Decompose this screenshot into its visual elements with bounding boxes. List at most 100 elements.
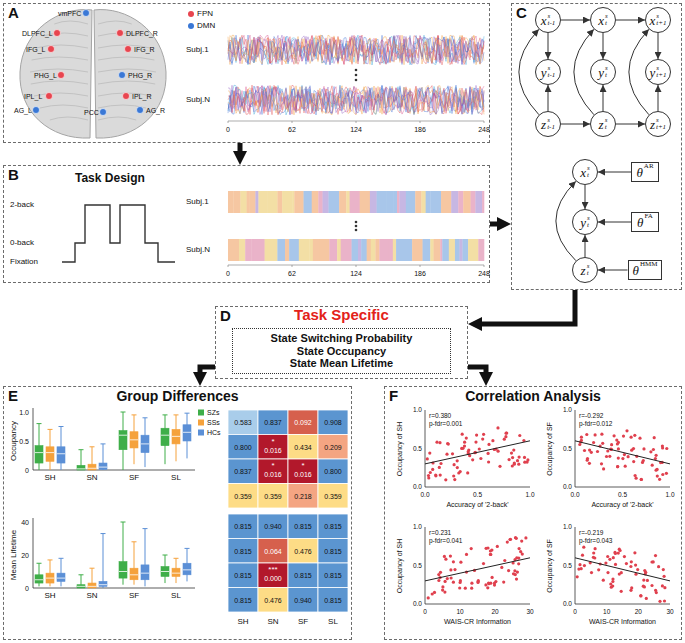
region-label: DLPFC_R bbox=[126, 30, 158, 37]
data-point bbox=[642, 447, 645, 450]
variable-circle: zst-1 bbox=[535, 111, 561, 137]
data-point bbox=[621, 457, 624, 460]
tick-label: 1.0 bbox=[413, 407, 422, 414]
state-stripe bbox=[346, 191, 350, 213]
variable-circle: xst-1 bbox=[535, 7, 561, 33]
data-point bbox=[625, 562, 628, 565]
box bbox=[130, 568, 138, 580]
data-point bbox=[663, 599, 666, 602]
whisker-cap bbox=[90, 446, 95, 447]
box bbox=[161, 428, 169, 445]
state-stripe bbox=[309, 239, 313, 261]
connector bbox=[548, 33, 549, 59]
data-point bbox=[583, 564, 586, 567]
signal-line bbox=[228, 35, 484, 64]
panel-letter: D bbox=[220, 308, 231, 325]
data-point bbox=[437, 579, 440, 582]
data-point bbox=[456, 466, 459, 469]
whisker-cap bbox=[79, 574, 84, 575]
data-point bbox=[487, 460, 490, 463]
median bbox=[141, 443, 149, 444]
regression-line bbox=[425, 441, 530, 464]
data-point bbox=[609, 582, 612, 585]
tick-label: 40 bbox=[21, 519, 29, 526]
median bbox=[172, 436, 180, 437]
state-stripe bbox=[294, 191, 304, 213]
superscript: s bbox=[587, 165, 590, 172]
data-point bbox=[594, 547, 597, 550]
data-point bbox=[491, 439, 494, 442]
whisker-cap bbox=[48, 559, 53, 560]
tick-label: 0 bbox=[25, 585, 29, 592]
significance-star: * bbox=[301, 462, 304, 470]
symbol: xst bbox=[580, 165, 590, 179]
cell-value: 0.815 bbox=[294, 523, 312, 530]
signal-line bbox=[228, 85, 484, 115]
data-point bbox=[632, 460, 635, 463]
category-label: SH bbox=[44, 474, 55, 482]
data-point bbox=[640, 478, 643, 481]
subscript: t+1 bbox=[656, 124, 666, 131]
state-stripe bbox=[377, 191, 387, 213]
data-point bbox=[453, 463, 456, 466]
data-point bbox=[665, 447, 668, 450]
category-label: SN bbox=[86, 592, 97, 600]
level-label: Fixation bbox=[10, 258, 38, 266]
data-point bbox=[622, 435, 625, 438]
symbol-letter: y bbox=[598, 66, 604, 79]
region-label: AG_L bbox=[14, 107, 32, 114]
data-point bbox=[641, 461, 644, 464]
ellipsis-dot bbox=[355, 221, 358, 224]
state-stripe bbox=[299, 239, 310, 261]
whisker-cap bbox=[132, 541, 137, 542]
legend-item: DMN bbox=[188, 22, 215, 30]
signal-line bbox=[228, 85, 484, 115]
data-point bbox=[520, 540, 523, 543]
tick-label: 0.5 bbox=[19, 438, 29, 445]
axis-title: Occupancy of SF bbox=[546, 422, 553, 476]
cell-value: 0.815 bbox=[324, 572, 342, 579]
connector bbox=[603, 33, 604, 59]
whisker-cap bbox=[37, 563, 42, 564]
state-stripe bbox=[379, 239, 389, 261]
connector bbox=[561, 124, 590, 125]
state-stripe bbox=[396, 239, 403, 261]
data-point bbox=[600, 433, 603, 436]
heatmap-cell bbox=[318, 410, 348, 435]
superscript: s bbox=[548, 65, 556, 72]
tick-label: 30 bbox=[666, 609, 673, 616]
data-point bbox=[510, 452, 513, 455]
axis-line bbox=[575, 410, 576, 487]
heatmap-cell bbox=[228, 435, 258, 460]
whisker-cap bbox=[101, 443, 106, 444]
cell-value: 0.434 bbox=[294, 443, 312, 450]
symbol: yst bbox=[580, 215, 590, 229]
gyrus bbox=[31, 81, 88, 84]
heatmap-cell bbox=[288, 539, 318, 564]
parameter-box: θFA bbox=[631, 212, 659, 232]
region-dot bbox=[100, 109, 107, 116]
signal-line bbox=[228, 85, 484, 115]
state-stripe bbox=[278, 191, 283, 213]
axis-title: Accuracy of '2-back' bbox=[591, 501, 653, 508]
data-point bbox=[630, 560, 633, 563]
median bbox=[99, 584, 107, 585]
data-point bbox=[515, 537, 518, 540]
axis-title: Occupancy bbox=[10, 421, 18, 461]
data-point bbox=[651, 464, 654, 467]
data-point bbox=[463, 445, 466, 448]
gyrus bbox=[98, 81, 155, 84]
state-stripe bbox=[478, 239, 484, 261]
data-point bbox=[493, 581, 496, 584]
data-point bbox=[518, 456, 521, 459]
data-point bbox=[633, 434, 636, 437]
legend-item: HCs bbox=[198, 429, 221, 436]
data-point bbox=[656, 475, 659, 478]
box bbox=[141, 435, 149, 452]
symbol: xst-1 bbox=[541, 13, 556, 27]
tick-label: 20 bbox=[491, 609, 498, 616]
connector bbox=[548, 85, 549, 111]
tick-label: 248 bbox=[478, 270, 490, 277]
data-point bbox=[519, 550, 522, 553]
heatmap-cell bbox=[318, 435, 348, 460]
